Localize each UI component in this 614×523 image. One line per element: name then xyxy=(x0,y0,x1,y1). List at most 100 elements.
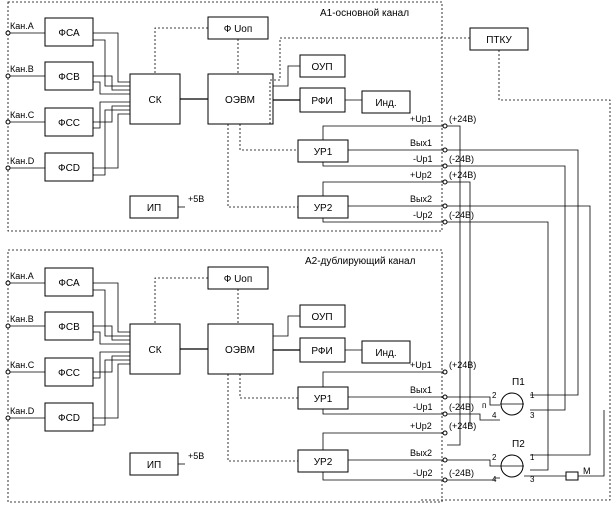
external-wiring: П1 2 1 4 3 п П2 2 1 4 3 М xyxy=(447,125,605,484)
up2-neg-voltage: (-24В) xyxy=(449,468,474,478)
terminal xyxy=(442,179,448,185)
ur2-label: УР2 xyxy=(314,457,333,468)
shaper-label: ФСD xyxy=(58,163,80,174)
shaper-label: ФСВ xyxy=(58,72,80,83)
input-terminal xyxy=(5,30,11,36)
up1-pos-voltage: (+24В) xyxy=(449,360,476,370)
relay-pin: 2 xyxy=(492,453,497,462)
shaper-fsc xyxy=(44,357,94,387)
terminal xyxy=(442,203,448,209)
motor-label: М xyxy=(583,466,591,476)
channel-a2-title: А2-дублирующий канал xyxy=(305,255,416,267)
up1-neg-label: -Uр1 xyxy=(413,154,433,164)
out2-label: Вых2 xyxy=(410,194,432,204)
input-label: Кан.D xyxy=(10,406,35,416)
terminal xyxy=(442,369,448,375)
ip-label: ИП xyxy=(147,203,161,214)
rfi-label: РФИ xyxy=(311,346,332,357)
terminal xyxy=(442,219,448,225)
shaper-fsc xyxy=(44,107,94,137)
input-terminal xyxy=(5,73,11,79)
up1-neg-voltage: (-24В) xyxy=(449,402,474,412)
oevm-block xyxy=(207,323,274,375)
channel-a1: А1-основной канал Кан.А Кан.В Кан.С Кан.… xyxy=(5,1,476,232)
channel-a1-title: А1-основной канал xyxy=(320,8,409,19)
phi-uop-label: Ф Uоп xyxy=(224,274,253,285)
input-terminal xyxy=(5,369,11,375)
ip-voltage: +5В xyxy=(188,194,204,204)
relay-pin: 2 xyxy=(492,391,497,400)
input-label: Кан.D xyxy=(10,156,35,166)
relay-p1-label: П1 xyxy=(512,377,525,388)
relay-pin: 3 xyxy=(530,411,535,420)
input-label: Кан.В xyxy=(10,64,34,74)
up2-pos-voltage: (+24В) xyxy=(449,170,476,180)
ptku-label: ПТКУ xyxy=(486,35,512,46)
ind-block xyxy=(361,90,411,114)
shaper-label: ФСС xyxy=(58,118,80,129)
terminal xyxy=(442,430,448,436)
input-terminal xyxy=(5,280,11,286)
channel-a1-inputs: Кан.А Кан.В Кан.С Кан.D xyxy=(5,21,45,171)
relay-p2-label: П2 xyxy=(512,439,525,450)
input-label: Кан.С xyxy=(10,360,35,370)
channel-a2-frame xyxy=(7,249,443,503)
ip-voltage: +5В xyxy=(188,451,204,461)
terminal xyxy=(442,477,448,483)
ip-label: ИП xyxy=(147,460,161,471)
input-terminal xyxy=(5,323,11,329)
channel-a1-frame xyxy=(7,1,443,232)
up2-neg-voltage: (-24В) xyxy=(449,210,474,220)
shaper-label: ФСС xyxy=(58,368,80,379)
channel-a2: А2-дублирующий канал Кан.А Кан.В Кан.С К… xyxy=(5,249,476,503)
phi-uop-label: Ф Uоп xyxy=(224,24,253,35)
out1-label: Вых1 xyxy=(410,385,432,395)
channel-a2-inputs: Кан.А Кан.В Кан.С Кан.D xyxy=(5,271,45,421)
input-terminal xyxy=(5,165,11,171)
shaper-label: ФСD xyxy=(58,413,80,424)
oevm-label: ОЭВМ xyxy=(225,345,255,356)
shaper-fsa xyxy=(44,267,94,297)
up1-pos-label: +Uр1 xyxy=(410,114,432,124)
relay-pin: 4 xyxy=(492,411,497,420)
terminal xyxy=(442,411,448,417)
rfi-label: РФИ xyxy=(311,96,332,107)
ind-label: Инд. xyxy=(375,348,396,359)
up2-pos-label: +Uр2 xyxy=(410,170,432,180)
relay-pin: 4 xyxy=(492,475,497,484)
input-terminal xyxy=(5,415,11,421)
up1-neg-label: -Uр1 xyxy=(413,402,433,412)
ind-block xyxy=(361,340,411,364)
shaper-label: ФСА xyxy=(58,28,80,39)
shaper-label: ФСВ xyxy=(58,322,80,333)
terminal xyxy=(442,163,448,169)
shaper-fsb xyxy=(44,61,94,91)
ind-label: Инд. xyxy=(375,98,396,109)
relay-pin: 1 xyxy=(530,391,535,400)
up1-pos-voltage: (+24В) xyxy=(449,114,476,124)
up2-neg-label: -Uр2 xyxy=(413,468,433,478)
input-terminal xyxy=(5,119,11,125)
up2-neg-label: -Uр2 xyxy=(413,210,433,220)
ur1-label: УР1 xyxy=(314,394,333,405)
motor-block xyxy=(565,471,579,481)
out2-label: Вых2 xyxy=(410,448,432,458)
input-label: Кан.В xyxy=(10,314,34,324)
terminal xyxy=(442,123,448,129)
terminal xyxy=(442,147,448,153)
oevm-label: ОЭВМ xyxy=(225,95,255,106)
terminal xyxy=(442,457,448,463)
relay-pin: 1 xyxy=(530,453,535,462)
out1-label: Вых1 xyxy=(410,138,432,148)
shaper-fsd xyxy=(44,152,94,182)
up2-pos-voltage: (+24В) xyxy=(449,421,476,431)
up2-pos-label: +Uр2 xyxy=(410,421,432,431)
ur1-label: УР1 xyxy=(314,147,333,158)
relay-pin: п xyxy=(482,401,486,410)
shaper-fsa xyxy=(44,17,94,47)
oup-label: ОУП xyxy=(311,62,332,73)
sk-label: СК xyxy=(148,95,161,106)
terminal xyxy=(442,394,448,400)
input-label: Кан.А xyxy=(10,21,34,31)
